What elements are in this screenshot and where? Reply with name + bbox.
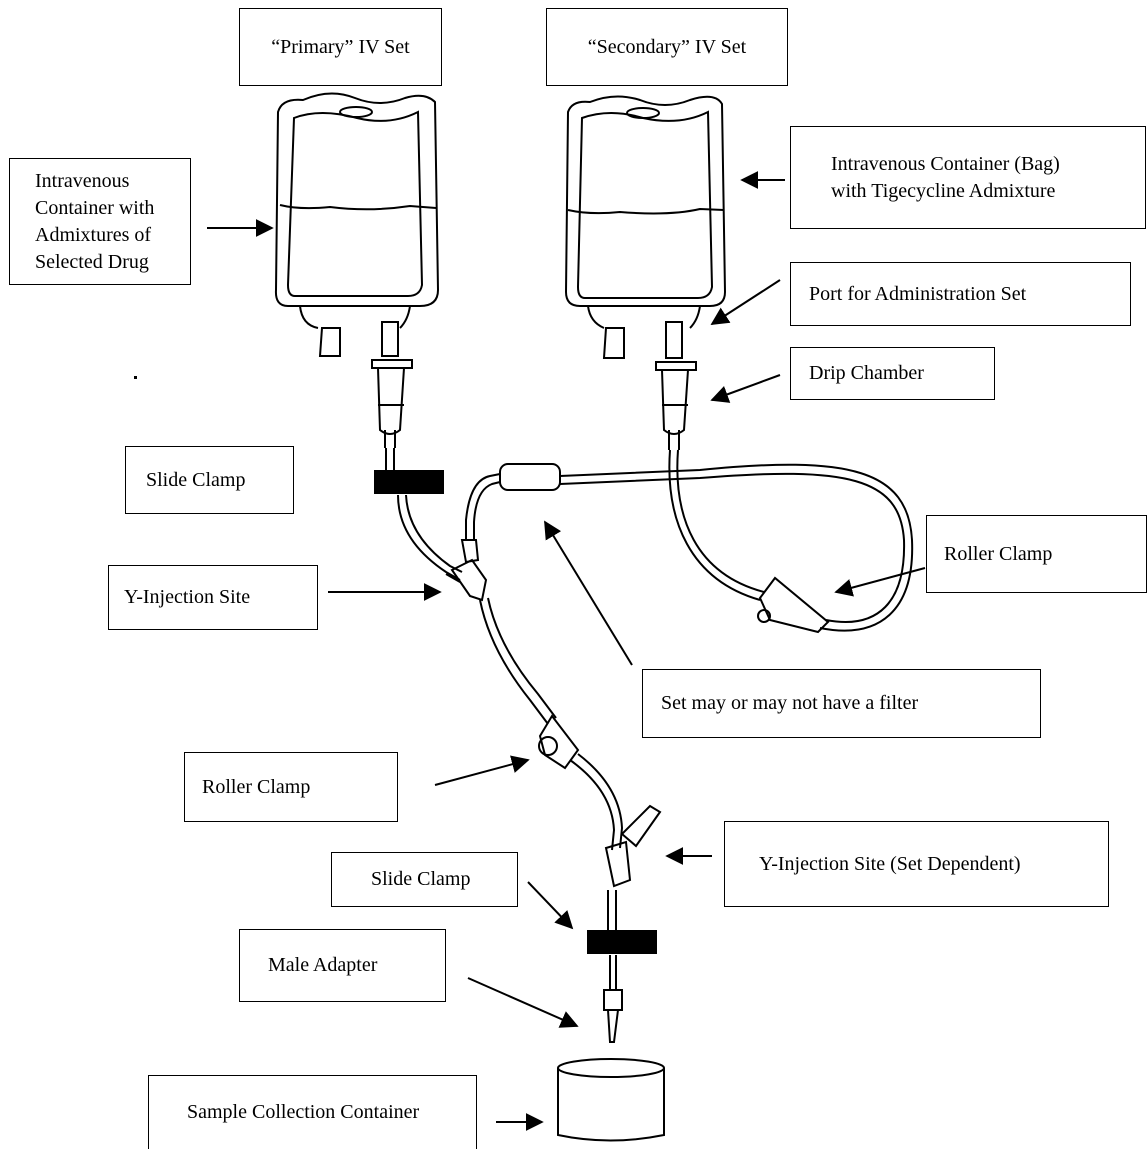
- label-drip-chamber: Drip Chamber: [790, 347, 995, 400]
- arrow-port: [710, 279, 781, 325]
- slide-clamp-lower: [587, 930, 657, 954]
- roller-clamp-right: [757, 576, 830, 634]
- label-primary-iv-set-text: “Primary” IV Set: [271, 35, 410, 58]
- filter-chamber: [499, 463, 561, 491]
- primary-drip-chamber: [371, 359, 413, 470]
- roller-clamp-lower: [538, 714, 580, 770]
- label-primary-container-text: Intravenous Container with Admixtures of…: [35, 169, 155, 273]
- male-adapter: [603, 989, 623, 1043]
- arrow-roller-clamp-right: [834, 567, 926, 597]
- sample-collection-container: [557, 1058, 665, 1142]
- arrow-male-adapter: [467, 977, 579, 1028]
- primary-tubing: [397, 494, 624, 990]
- label-y-injection-upper-text: Y-Injection Site: [124, 586, 251, 608]
- label-filter: Set may or may not have a filter: [642, 669, 1041, 738]
- label-roller-clamp-lower-text: Roller Clamp: [202, 775, 311, 798]
- label-secondary-iv-set-text: “Secondary” IV Set: [587, 35, 747, 58]
- arrow-slide-clamp-lower: [527, 881, 574, 930]
- label-secondary-container-text: Intravenous Container (Bag) with Tigecyc…: [831, 152, 1060, 202]
- stray-dot: [134, 376, 137, 379]
- arrow-filter: [544, 520, 633, 666]
- label-y-injection-lower-text: Y-Injection Site (Set Dependent): [759, 852, 1021, 875]
- secondary-tubing: [465, 449, 914, 632]
- upper-y-injection-site: [445, 539, 488, 602]
- label-slide-clamp-upper: Slide Clamp: [125, 446, 294, 514]
- label-primary-iv-set: “Primary” IV Set: [239, 8, 442, 86]
- label-roller-clamp-lower: Roller Clamp: [184, 752, 398, 822]
- label-sample-container: Sample Collection Container: [148, 1075, 477, 1149]
- label-filter-text: Set may or may not have a filter: [661, 692, 919, 714]
- label-port-text: Port for Administration Set: [809, 282, 1027, 305]
- label-secondary-iv-set: “Secondary” IV Set: [546, 8, 788, 86]
- secondary-iv-bag: [564, 95, 727, 359]
- lower-y-injection-site: [604, 804, 662, 888]
- secondary-drip-chamber: [655, 361, 697, 450]
- label-secondary-container: Intravenous Container (Bag) with Tigecyc…: [790, 126, 1146, 229]
- slide-clamp-upper: [374, 470, 444, 494]
- label-y-injection-upper: Y-Injection Site: [108, 565, 318, 630]
- label-male-adapter: Male Adapter: [239, 929, 446, 1002]
- label-slide-clamp-lower: Slide Clamp: [331, 852, 518, 907]
- arrow-drip-chamber: [710, 374, 781, 403]
- label-sample-container-text: Sample Collection Container: [187, 1101, 420, 1123]
- label-roller-clamp-right: Roller Clamp: [926, 515, 1147, 593]
- label-male-adapter-text: Male Adapter: [268, 954, 378, 976]
- label-slide-clamp-upper-text: Slide Clamp: [146, 468, 246, 491]
- arrow-roller-clamp-lower: [434, 755, 530, 786]
- arrows: [207, 171, 926, 1131]
- label-roller-clamp-right-text: Roller Clamp: [944, 542, 1053, 565]
- label-y-injection-lower: Y-Injection Site (Set Dependent): [724, 821, 1109, 907]
- primary-iv-bag: [274, 92, 440, 357]
- label-port: Port for Administration Set: [790, 262, 1131, 326]
- label-primary-container: Intravenous Container with Admixtures of…: [9, 158, 191, 285]
- label-drip-chamber-text: Drip Chamber: [809, 362, 924, 384]
- label-slide-clamp-lower-text: Slide Clamp: [371, 868, 471, 890]
